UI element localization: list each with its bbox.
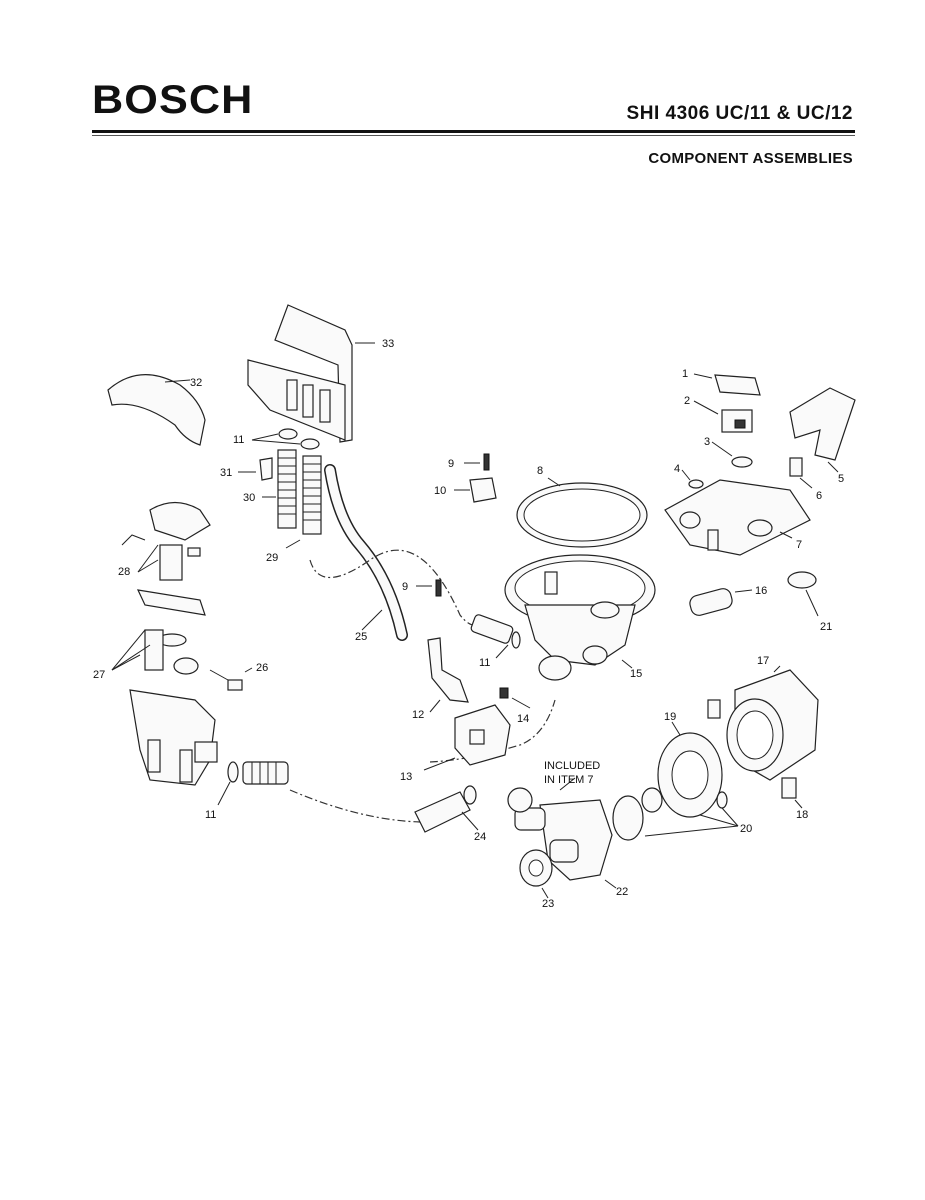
part-20-impeller [612,787,739,841]
callout-25: 25 [355,631,367,643]
part-33-dispenser [247,304,375,443]
callout-33: 33 [382,338,394,350]
part-12-bracket [427,637,469,713]
part-9-spring-mid [416,579,442,597]
callout-26: 26 [256,662,268,674]
callout-32: 32 [190,377,202,389]
part-25-hose [324,464,408,641]
pump-drain-path [429,699,556,763]
part-3-oring [711,441,753,468]
part-2-switch [693,400,753,433]
part-7-manifold [664,479,811,556]
part-9-spring-top [464,453,490,471]
callout-9-mid: 9 [402,581,408,593]
callout-11: 11 [233,434,244,446]
part-18-clip [781,777,803,809]
part-26-sensor [209,667,253,691]
callout-19: 19 [664,711,676,723]
part-10-bracket [454,477,497,503]
part-1-cover [693,373,761,396]
section-title: COMPONENT ASSEMBLIES [648,150,853,167]
callout-3: 3 [704,436,710,448]
callout-16: 16 [755,585,767,597]
part-27-valve-assembly [111,589,218,786]
callout-15: 15 [630,668,642,680]
callout-20: 20 [740,823,752,835]
callout-24: 24 [474,831,486,843]
note-included-line2: IN ITEM 7 [544,774,594,786]
part-30-29-hoses [262,449,322,549]
callout-21: 21 [820,621,832,633]
callout-22: 22 [616,886,628,898]
header-rule [92,130,855,133]
brand-logo: BOSCH [92,78,254,122]
callout-1: 1 [682,368,688,380]
drain-path [289,789,421,823]
part-22-pump-housing [507,787,617,889]
note-leader [559,777,576,791]
callout-5: 5 [838,473,844,485]
part-13-pump [423,704,511,771]
part-31-clip [238,457,273,481]
part-11-hose-mid [470,614,521,659]
callout-27: 27 [93,669,105,681]
callout-4: 4 [674,463,680,475]
callout-8: 8 [537,465,543,477]
part-11-orings-top [251,428,320,450]
part-32-cover [107,374,206,446]
callout-30: 30 [243,492,255,504]
part-5-shroud [789,387,856,473]
callout-9-top: 9 [448,458,454,470]
callout-12: 12 [412,709,424,721]
part-14-clip [499,687,531,709]
part-6-clip [789,457,813,489]
part-11-hose-lower-left [217,761,289,806]
part-19-impeller-housing [657,721,728,818]
callout-28: 28 [118,566,130,578]
model-number: SHI 4306 UC/11 & UC/12 [626,103,853,124]
part-21-clamp [787,571,819,617]
callout-31: 31 [220,467,232,479]
callout-18: 18 [796,809,808,821]
callout-11-left: 11 [205,809,216,821]
callout-13: 13 [400,771,412,783]
callout-29: 29 [266,552,278,564]
part-23-seal [519,849,553,899]
part-16-heater [689,588,753,616]
part-15-sump [504,554,656,681]
part-28-motor [121,501,211,581]
callout-14: 14 [517,713,529,725]
note-included-line1: INCLUDED [544,760,600,772]
part-8-gasket [516,477,648,548]
part-17-motor [707,665,819,781]
part-24-hose [414,785,479,833]
header-rule-thin [92,135,855,136]
callout-23: 23 [542,898,554,910]
callout-10: 10 [434,485,446,497]
callout-17: 17 [757,655,769,667]
callout-6: 6 [816,490,822,502]
callout-7: 7 [796,539,802,551]
supply-path [309,549,481,627]
callout-2: 2 [684,395,690,407]
callout-11-mid: 11 [479,657,490,669]
